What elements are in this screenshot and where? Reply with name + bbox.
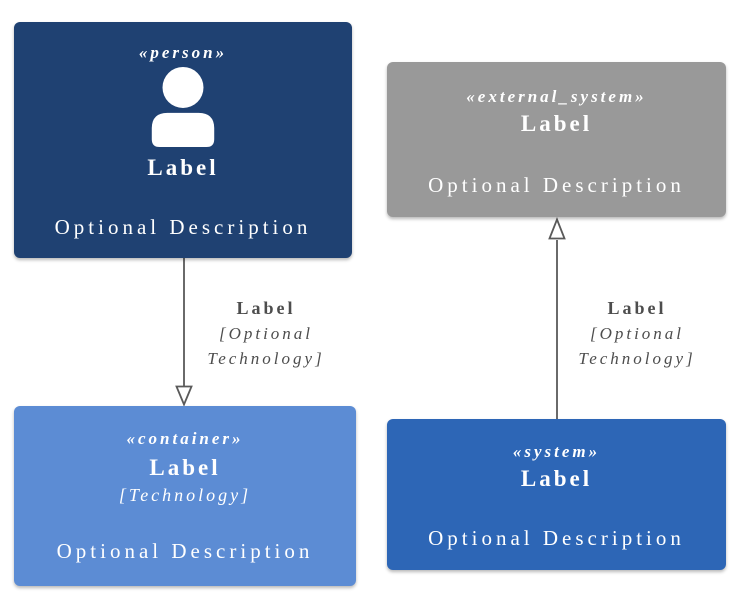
external-system-label: Label — [520, 111, 593, 136]
system-node: «system» Label Optional Description — [387, 419, 726, 570]
relationship-name: Label — [236, 298, 296, 318]
person-node: «person» Label Optional Description — [14, 22, 352, 258]
container-stereotype: «container» — [126, 429, 244, 448]
person-label: Label — [147, 155, 219, 180]
container-description: Optional Description — [56, 539, 314, 563]
person-description: Optional Description — [54, 215, 312, 239]
external-system-description: Optional Description — [428, 173, 685, 197]
container-label: Label — [149, 455, 221, 480]
system-label: Label — [520, 466, 593, 491]
container-node: «container» Label [Technology] Optional … — [14, 406, 356, 586]
relationship-technology: [Optional Technology] — [207, 324, 325, 368]
container-technology: [Technology] — [118, 485, 252, 505]
relationship-technology: [Optional Technology] — [578, 324, 696, 368]
person-stereotype: «person» — [138, 43, 228, 62]
external-system-node: «external_system» Label Optional Descrip… — [387, 62, 726, 217]
relationship-label-right: Label [Optional Technology] — [559, 296, 715, 371]
relationship-label-left: Label [Optional Technology] — [188, 296, 344, 371]
external-system-stereotype: «external_system» — [466, 87, 647, 106]
system-stereotype: «system» — [512, 442, 601, 461]
system-description: Optional Description — [428, 526, 685, 550]
relationship-name: Label — [607, 298, 667, 318]
person-icon — [150, 67, 216, 147]
